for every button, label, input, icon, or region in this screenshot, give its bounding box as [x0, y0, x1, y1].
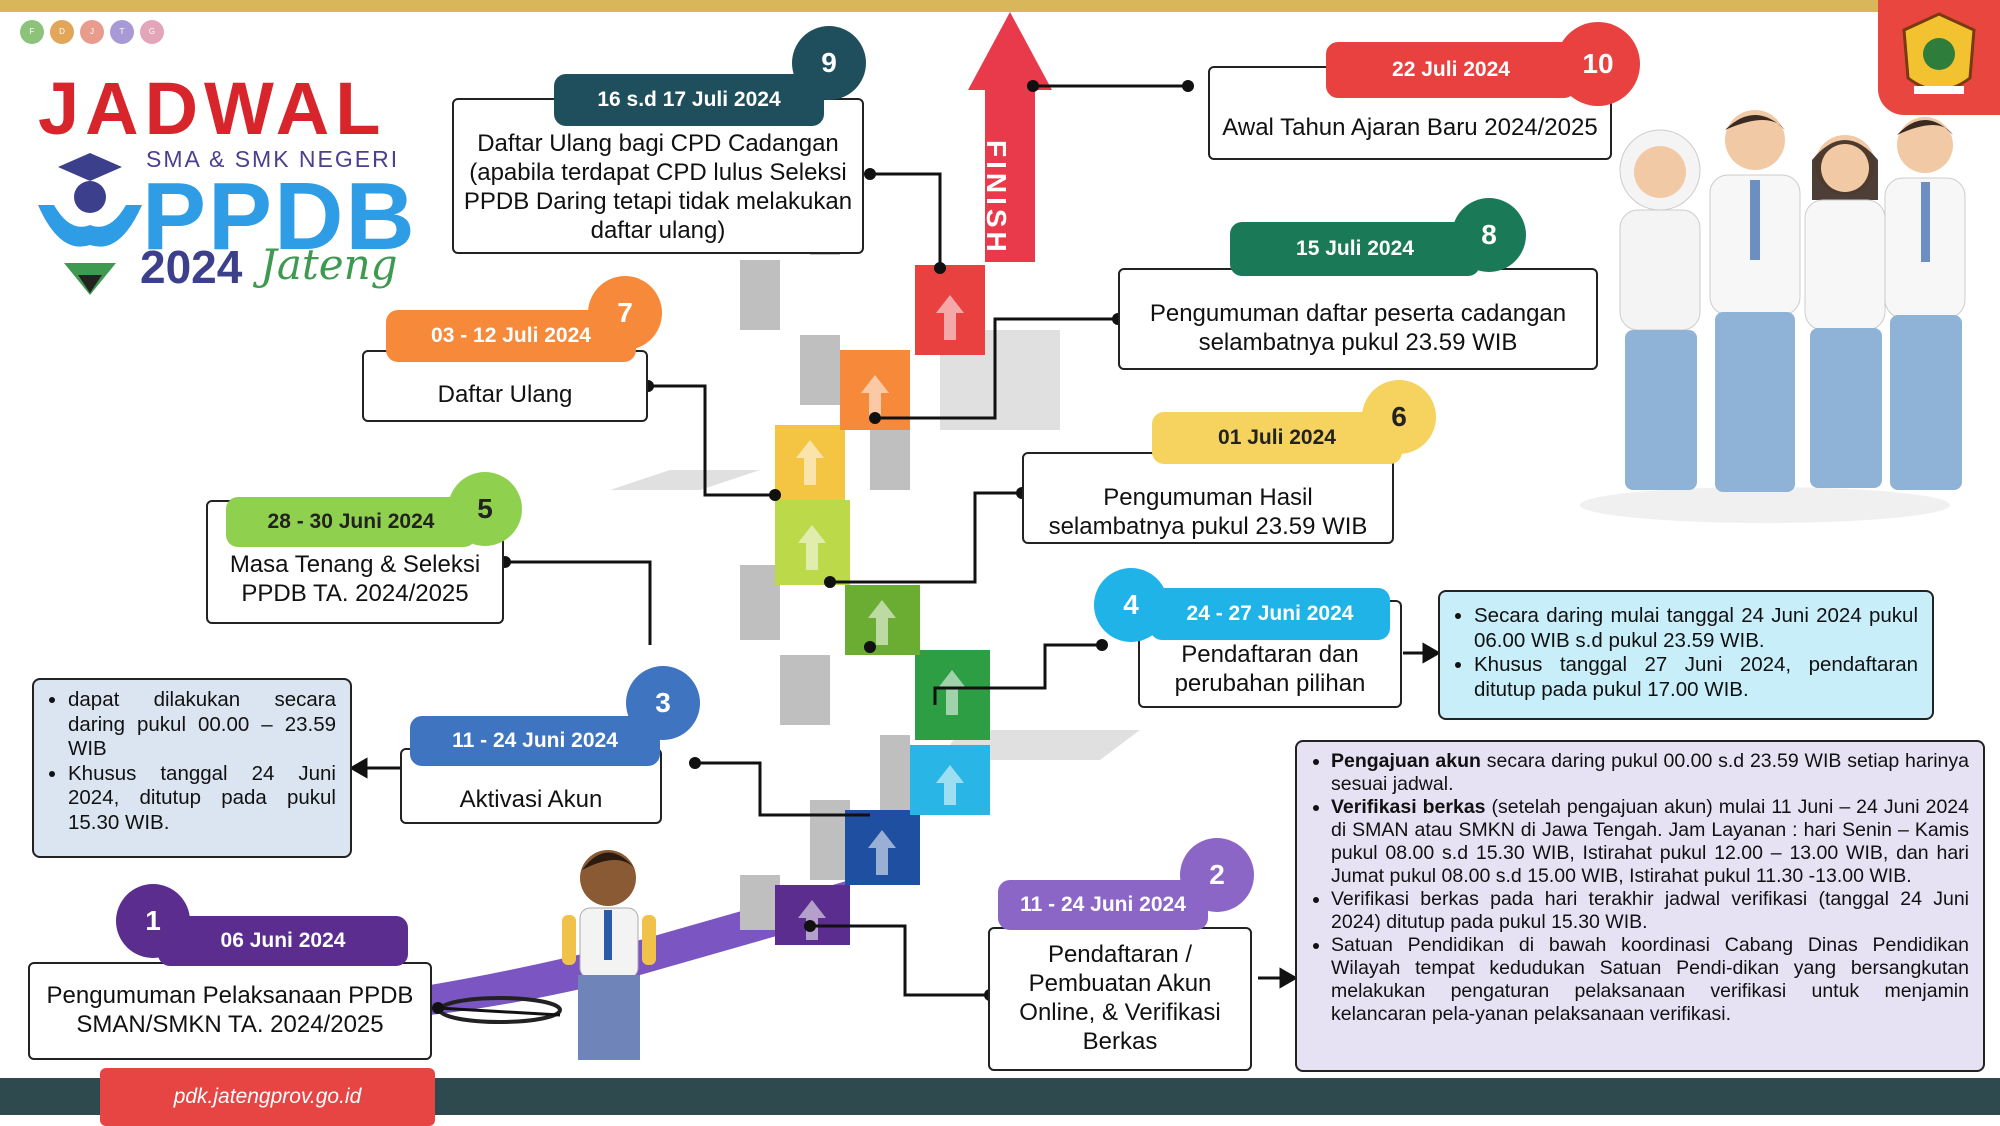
step-1-number: 1 — [116, 884, 190, 958]
brand-region: Jateng — [260, 240, 398, 289]
step-10-number: 10 — [1556, 22, 1640, 106]
step-4-note: Secara daring mulai tanggal 24 Juni 2024… — [1438, 590, 1934, 720]
dot-icon: F — [20, 20, 44, 44]
step-8-number: 8 — [1452, 198, 1526, 272]
dot-icon: J — [80, 20, 104, 44]
step-6-number: 6 — [1362, 380, 1436, 454]
step-9-number: 9 — [792, 26, 866, 100]
partner-dots: F D J T G — [20, 20, 164, 44]
top-accent-bar — [0, 0, 2000, 12]
step-3-desc: Aktivasi Akun — [459, 785, 603, 813]
step-3-number: 3 — [626, 666, 700, 740]
step-8-date: 15 Juli 2024 — [1230, 222, 1480, 276]
ppdb-figure-icon — [38, 153, 142, 295]
step-4-number: 4 — [1094, 568, 1168, 642]
step-5-date: 28 - 30 Juni 2024 — [226, 497, 476, 547]
step-9-date: 16 s.d 17 Juli 2024 — [554, 74, 824, 126]
finish-label: FINISH — [981, 140, 1012, 256]
step-7-desc: Daftar Ulang — [362, 350, 648, 422]
step-9-desc: Daftar Ulang bagi CPD Cadangan (apabila … — [452, 98, 864, 254]
subtitle: SMA & SMK NEGERI — [146, 146, 400, 172]
step-4-note-item: Secara daring mulai tanggal 24 Juni 2024… — [1474, 604, 1918, 653]
step-7-number: 7 — [588, 276, 662, 350]
step-8-desc: Pengumuman daftar peserta cadangan selam… — [1118, 268, 1598, 370]
dot-icon: G — [140, 20, 164, 44]
dot-icon: D — [50, 20, 74, 44]
student-icon — [562, 850, 656, 1060]
step-2-note-item: Pengajuan akun secara daring pukul 00.00… — [1331, 750, 1969, 796]
dot-icon: T — [110, 20, 134, 44]
ppdb-brand: PPDB — [142, 163, 417, 270]
emblem-icon — [1902, 12, 1976, 94]
step-3-note-item: dapat dilakukan secara daring pukul 00.0… — [68, 688, 336, 762]
step-3-date: 11 - 24 Juni 2024 — [410, 716, 660, 766]
step-5-number: 5 — [448, 472, 522, 546]
step-2-date: 11 - 24 Juni 2024 — [998, 880, 1208, 930]
page-title: JADWAL — [38, 67, 387, 150]
step-1-date: 06 Juni 2024 — [158, 916, 408, 966]
step-3-note-item: Khusus tanggal 24 Juni 2024, ditutup pad… — [68, 762, 336, 836]
brand-year: 2024 — [140, 241, 243, 293]
step-2-note-item: Verifikasi berkas (setelah pengajuan aku… — [1331, 796, 1969, 888]
step-1-desc: Pengumuman Pelaksanaan PPDB SMAN/SMKN TA… — [28, 962, 432, 1060]
students-group-icon — [1580, 110, 1966, 523]
step-6-desc: Pengumuman Hasil selambatnya pukul 23.59… — [1022, 452, 1394, 544]
province-emblem — [1878, 0, 2000, 115]
footer-url[interactable]: pdk.jatengprov.go.id — [100, 1068, 435, 1126]
step-2-note: Pengajuan akun secara daring pukul 00.00… — [1295, 740, 1985, 1072]
step-3-note: dapat dilakukan secara daring pukul 00.0… — [32, 678, 352, 858]
finish-arrow-icon — [968, 12, 1052, 262]
step-2-desc: Pendaftaran / Pembuatan Akun Online, & V… — [988, 927, 1252, 1071]
step-10-date: 22 Juli 2024 — [1326, 42, 1576, 98]
step-2-number: 2 — [1180, 838, 1254, 912]
step-4-note-item: Khusus tanggal 27 Juni 2024, pendaftaran… — [1474, 653, 1918, 702]
step-4-date: 24 - 27 Juni 2024 — [1150, 588, 1390, 640]
step-6-date: 01 Juli 2024 — [1152, 412, 1402, 464]
step-2-note-item: Satuan Pendidikan di bawah koordinasi Ca… — [1331, 934, 1969, 1026]
step-2-note-item: Verifikasi berkas pada hari terakhir jad… — [1331, 888, 1969, 934]
